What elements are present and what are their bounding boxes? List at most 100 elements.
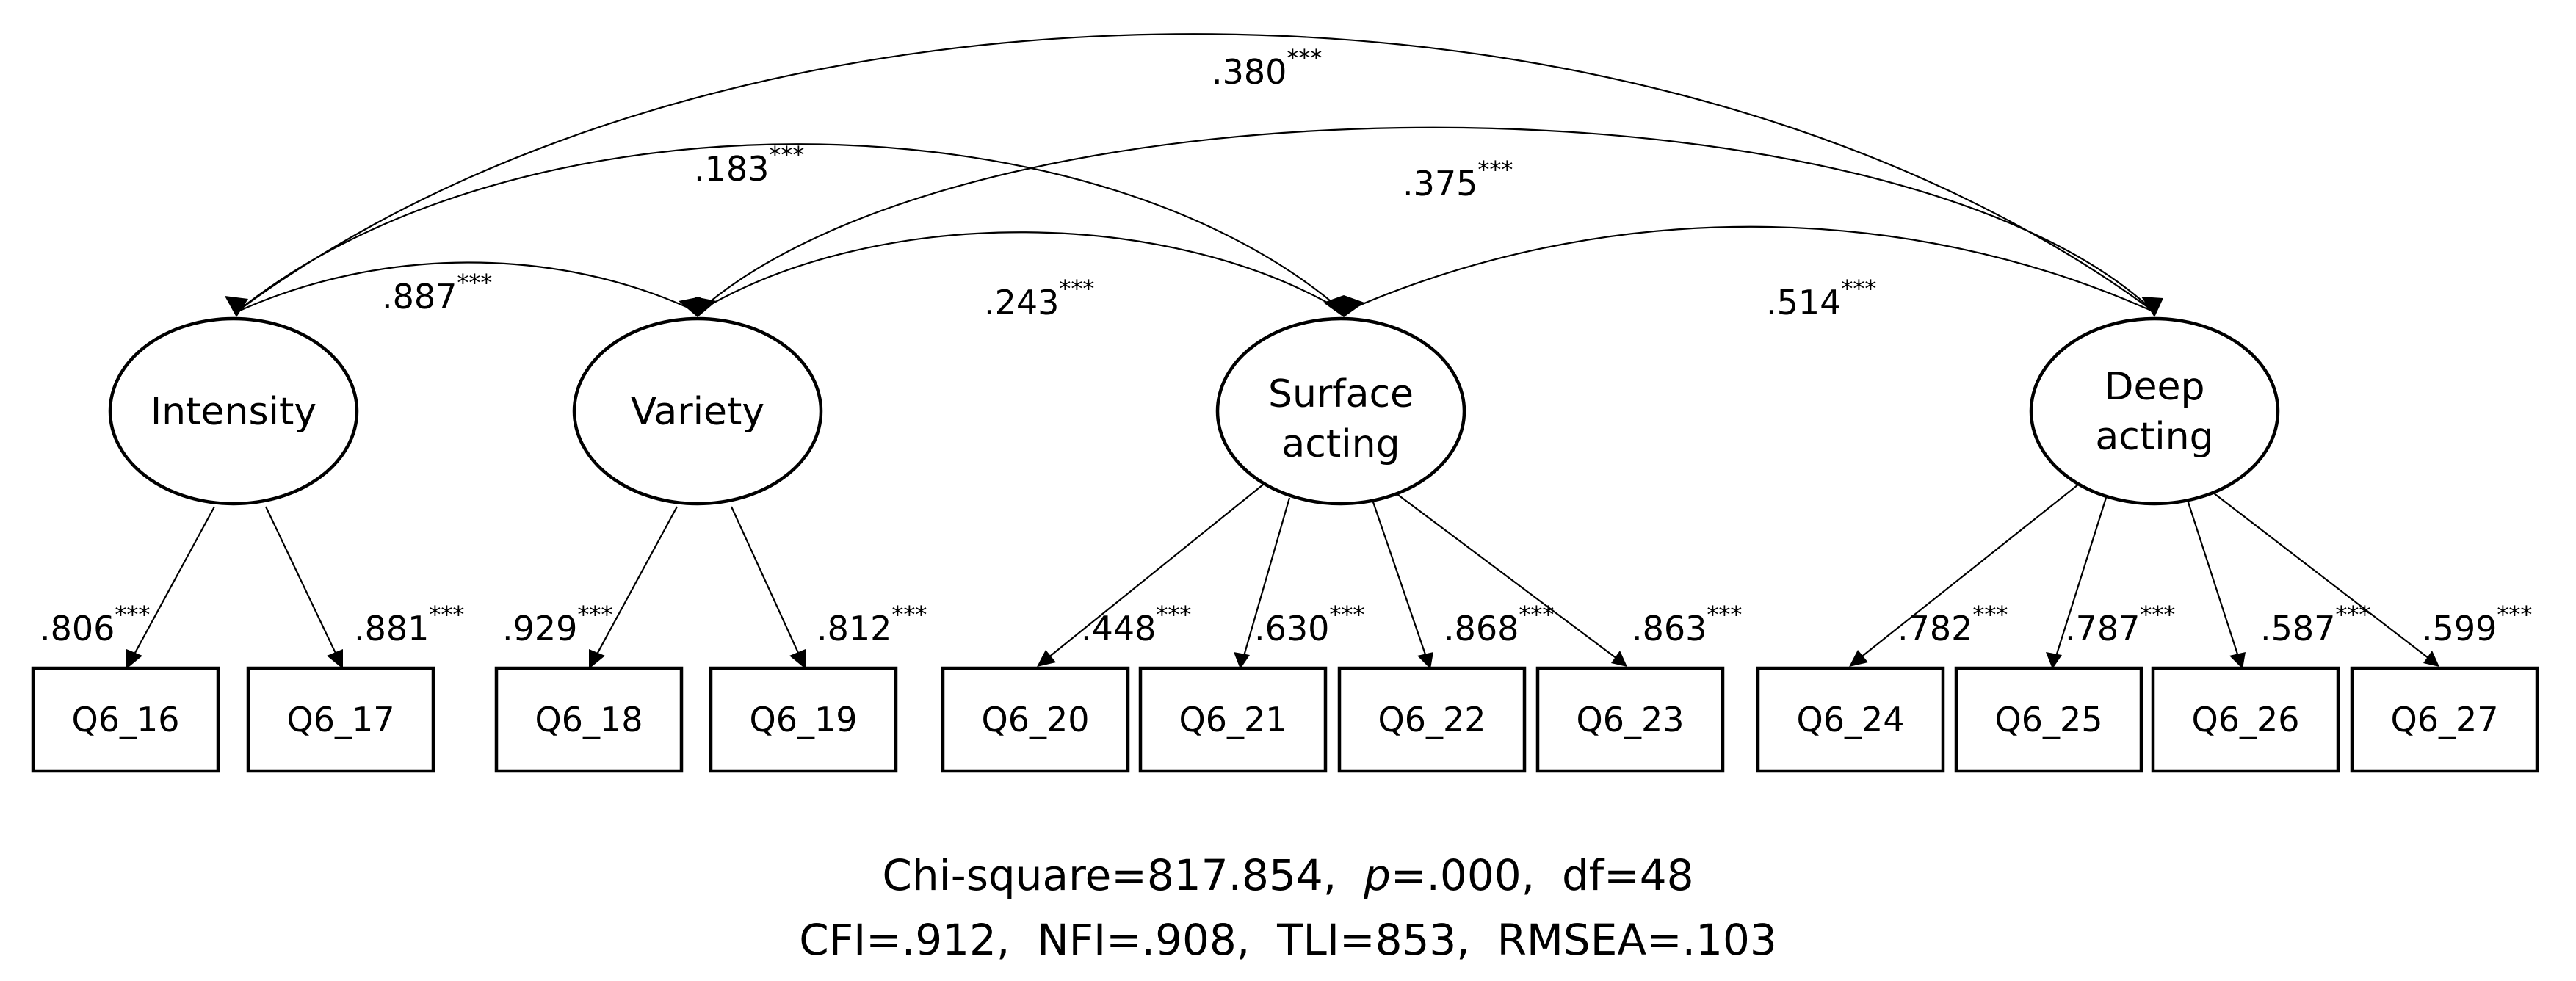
correlation-arc-surface-deep xyxy=(1343,225,2155,314)
fit-line-2: CFI=.912, NFI=.908, TLI=853, RMSEA=.103 xyxy=(799,915,1777,965)
loading-label-q6-23: .863*** xyxy=(1632,601,1742,648)
loading-labels: .806*** .881*** .929*** .812*** .448*** … xyxy=(40,601,2532,648)
arrowhead-icon xyxy=(1234,652,1250,669)
indicator-label: Q6_21 xyxy=(1179,700,1287,739)
indicator-boxes: Q6_16 Q6_17 Q6_18 Q6_19 Q6_20 Q6_21 Q6_2… xyxy=(31,666,2539,773)
correlation-label-intensity-deep: .380*** xyxy=(1212,44,1322,92)
loading-line-q6-26 xyxy=(2185,497,2241,662)
correlation-label-variety-deep: .375*** xyxy=(1403,156,1513,203)
indicator-q6-19: Q6_19 xyxy=(709,666,898,773)
arrowhead-icon xyxy=(789,649,806,669)
latent-label-line-2: acting xyxy=(2095,415,2213,459)
loading-line-q6-24 xyxy=(1856,484,2079,662)
indicator-box xyxy=(941,666,1130,773)
indicator-box xyxy=(709,666,898,773)
loading-line-q6-22 xyxy=(1370,497,1429,662)
indicator-box xyxy=(1954,666,2143,773)
latent-factors: Intensity Variety Surface acting Deep ac… xyxy=(108,316,2280,506)
indicator-label: Q6_24 xyxy=(1796,700,1904,739)
arrowhead-icon xyxy=(225,296,248,317)
loading-line-q6-27 xyxy=(2210,490,2433,662)
indicator-label: Q6_22 xyxy=(1378,700,1486,739)
latent-label: Intensity xyxy=(151,390,316,434)
arrowhead-icon xyxy=(126,649,142,669)
latent-ellipse xyxy=(1215,316,1466,506)
fit-line-1: Chi-square=817.854, p=.000, df=48 xyxy=(882,850,1693,900)
indicator-label: Q6_23 xyxy=(1576,700,1684,739)
latent-intensity: Intensity xyxy=(108,316,359,506)
loading-label-q6-25: .787*** xyxy=(2065,601,2175,648)
arrowhead-icon xyxy=(589,649,605,669)
correlation-label-surface-deep: .514*** xyxy=(1766,275,1876,322)
loading-label-q6-18: .929*** xyxy=(502,601,612,648)
loading-label-q6-16: .806*** xyxy=(40,601,150,648)
indicator-box xyxy=(1138,666,1328,773)
arrowhead-icon xyxy=(1037,650,1056,667)
latent-deep-acting: Deep acting xyxy=(2029,316,2280,506)
loading-label-q6-17: .881*** xyxy=(354,601,464,648)
indicator-box xyxy=(1756,666,1945,773)
correlation-arc-intensity-deep xyxy=(236,33,2155,313)
arrowhead-icon xyxy=(2229,652,2246,669)
indicator-q6-17: Q6_17 xyxy=(246,666,435,773)
indicator-box xyxy=(1535,666,1725,773)
arrowhead-icon xyxy=(1849,650,1868,667)
indicator-box xyxy=(1337,666,1527,773)
correlation-labels: .380*** .183*** .375*** .887*** .243*** … xyxy=(382,44,1876,322)
correlation-label-variety-surface: .243*** xyxy=(984,275,1094,322)
latent-surface-acting: Surface acting xyxy=(1215,316,1466,506)
indicator-box xyxy=(2151,666,2340,773)
arrowhead-icon xyxy=(695,297,717,317)
indicator-q6-20: Q6_20 xyxy=(941,666,1130,773)
indicator-box xyxy=(494,666,684,773)
indicator-label: Q6_19 xyxy=(749,700,857,739)
loading-label-q6-22: .868*** xyxy=(1444,601,1554,648)
arrowhead-icon xyxy=(2046,652,2062,669)
correlation-arcs xyxy=(236,33,2155,314)
loading-label-q6-24: .782*** xyxy=(1897,601,2008,648)
loading-line-q6-16 xyxy=(130,506,215,662)
fit-line-1-suffix: =.000, df=48 xyxy=(1391,850,1694,900)
indicator-q6-27: Q6_27 xyxy=(2350,666,2539,773)
arrowhead-icon xyxy=(327,649,343,669)
indicator-label: Q6_18 xyxy=(535,700,643,739)
fit-line-1-prefix: Chi-square=817.854, xyxy=(882,850,1364,900)
correlation-arc-intensity-variety xyxy=(236,261,698,314)
model-fit-statistics: Chi-square=817.854, p=.000, df=48 CFI=.9… xyxy=(799,850,1777,965)
latent-variety: Variety xyxy=(572,316,823,506)
loading-label-q6-27: .599*** xyxy=(2422,601,2532,648)
correlation-label-intensity-surface: .183*** xyxy=(694,141,804,189)
indicator-box xyxy=(246,666,435,773)
indicator-q6-26: Q6_26 xyxy=(2151,666,2340,773)
loading-label-q6-19: .812*** xyxy=(817,601,927,648)
indicator-box xyxy=(31,666,220,773)
latent-ellipse xyxy=(572,316,823,506)
latent-label-line-1: Surface xyxy=(1268,372,1414,416)
loading-label-q6-26: .587*** xyxy=(2260,601,2370,648)
indicator-q6-16: Q6_16 xyxy=(31,666,220,773)
arrowhead-icon xyxy=(679,297,701,317)
indicator-label: Q6_27 xyxy=(2390,700,2498,739)
loading-label-q6-20: .448*** xyxy=(1081,601,1191,648)
loading-line-q6-21 xyxy=(1241,497,1291,662)
indicator-q6-24: Q6_24 xyxy=(1756,666,1945,773)
indicator-label: Q6_25 xyxy=(1994,700,2102,739)
indicator-q6-25: Q6_25 xyxy=(1954,666,2143,773)
loading-arrowheads xyxy=(126,649,2439,669)
loading-line-q6-19 xyxy=(730,506,803,662)
fit-p-symbol: p xyxy=(1363,850,1391,900)
correlation-arc-variety-surface xyxy=(697,231,1345,313)
correlation-arc-intensity-surface xyxy=(236,143,1345,313)
correlation-arc-variety-deep xyxy=(697,126,2155,313)
arrowhead-icon xyxy=(2423,651,2439,667)
indicator-label: Q6_16 xyxy=(71,700,179,739)
arrowhead-icon xyxy=(1417,652,1433,669)
arrowhead-icon xyxy=(2141,297,2163,317)
indicator-q6-22: Q6_22 xyxy=(1337,666,1527,773)
indicator-label: Q6_26 xyxy=(2191,700,2299,739)
loading-line-q6-23 xyxy=(1392,490,1621,662)
loading-paths xyxy=(130,484,2433,662)
latent-ellipse xyxy=(108,316,359,506)
indicator-label: Q6_17 xyxy=(286,700,394,739)
indicator-label: Q6_20 xyxy=(981,700,1089,739)
